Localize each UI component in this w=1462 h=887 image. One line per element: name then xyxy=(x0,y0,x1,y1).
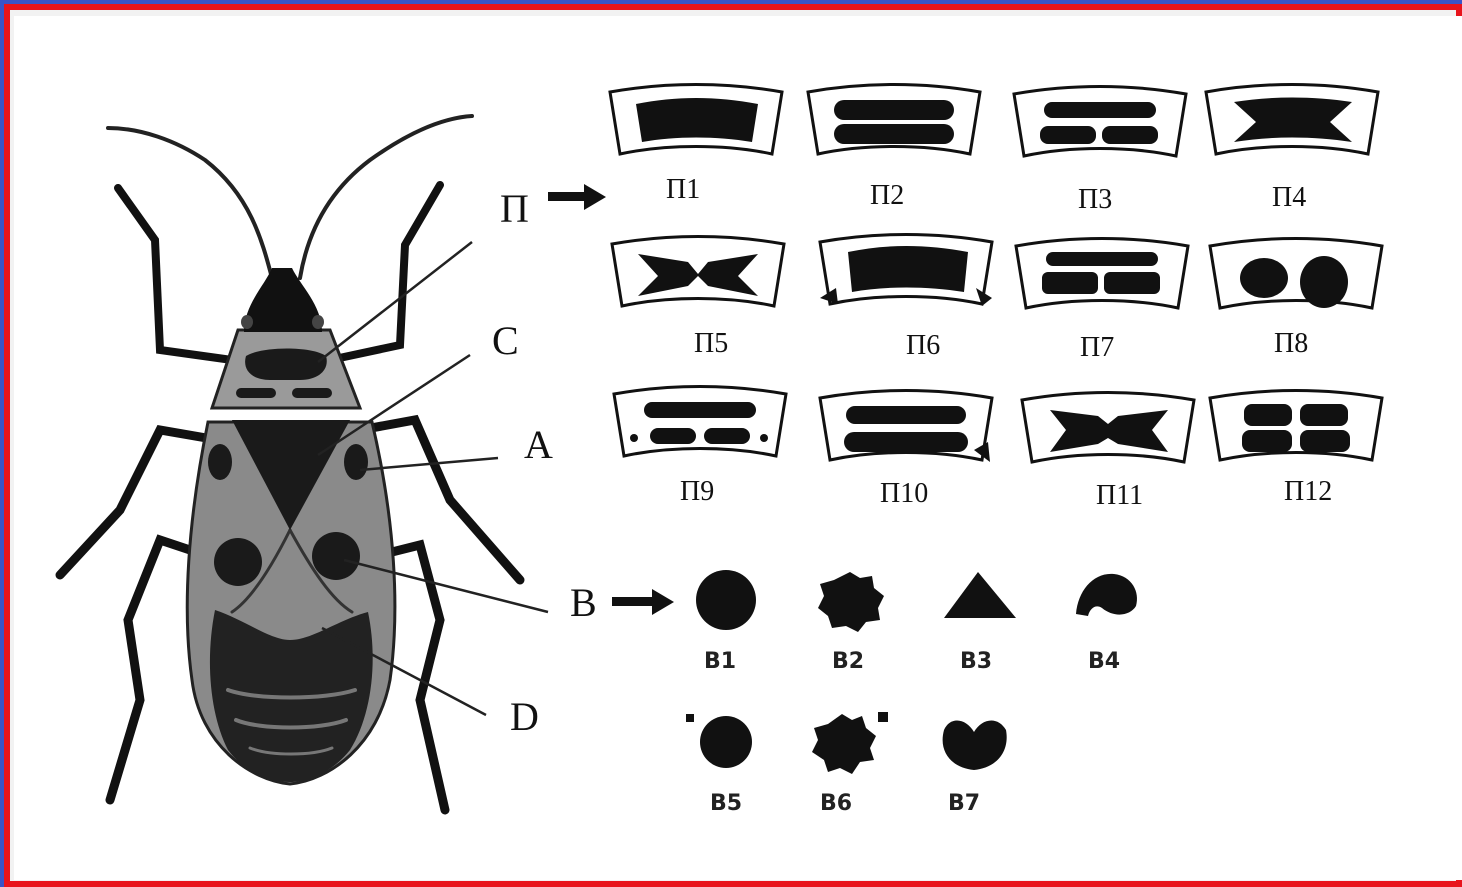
label-b7: B7 xyxy=(948,791,980,816)
spot-shape-b5 xyxy=(686,714,752,768)
pattern-p8 xyxy=(1210,239,1382,309)
spot-shape-b4 xyxy=(1076,574,1137,616)
label-spot-b: B xyxy=(570,580,597,625)
spot-shape-b6 xyxy=(812,712,888,774)
label-membrane-d: D xyxy=(510,694,539,739)
front-right-leg xyxy=(330,185,440,360)
label-p5: П5 xyxy=(694,328,728,359)
label-p8: П8 xyxy=(1274,328,1308,359)
pattern-p9 xyxy=(614,387,786,457)
pattern-p5 xyxy=(612,237,784,307)
spot-b-left xyxy=(214,538,262,586)
spot-shape-b2 xyxy=(818,572,884,632)
spot-shape-b7 xyxy=(943,720,1007,770)
label-p1: П1 xyxy=(666,174,700,205)
arrow-to-spot-patterns xyxy=(612,589,674,615)
spot-b-right xyxy=(312,532,360,580)
pattern-p12 xyxy=(1210,391,1382,461)
label-b3: B3 xyxy=(960,649,992,674)
pattern-p4 xyxy=(1206,85,1378,155)
label-b6: B6 xyxy=(820,791,852,816)
label-p7: П7 xyxy=(1080,332,1114,363)
label-pronotum: П xyxy=(500,186,529,231)
spot-a-right xyxy=(344,444,368,480)
right-antenna xyxy=(300,116,472,278)
label-p6: П6 xyxy=(906,330,940,361)
label-b1: B1 xyxy=(704,649,736,674)
label-b2: B2 xyxy=(832,649,864,674)
label-b4: B4 xyxy=(1088,649,1120,674)
label-p3: П3 xyxy=(1078,184,1112,215)
label-b5: B5 xyxy=(710,791,742,816)
arrow-to-pronotum-patterns xyxy=(548,184,606,210)
pattern-p11 xyxy=(1022,393,1194,463)
bug-head xyxy=(244,268,322,332)
pattern-p6 xyxy=(820,235,992,307)
label-p2: П2 xyxy=(870,180,904,211)
label-p9: П9 xyxy=(680,476,714,507)
spot-shape-b3 xyxy=(944,572,1016,618)
pattern-p10 xyxy=(820,391,992,463)
pattern-p1 xyxy=(610,85,782,155)
label-spot-a: A xyxy=(524,422,553,467)
pattern-p2 xyxy=(808,85,980,155)
pattern-p7 xyxy=(1016,239,1188,309)
spot-shape-b1 xyxy=(696,570,756,630)
label-scutellum: C xyxy=(492,318,519,363)
label-p11: П11 xyxy=(1096,480,1143,511)
label-p4: П4 xyxy=(1272,182,1306,213)
pattern-p3 xyxy=(1014,87,1186,157)
spot-a-left xyxy=(208,444,232,480)
front-left-leg xyxy=(118,188,232,360)
label-p12: П12 xyxy=(1284,476,1332,507)
label-p10: П10 xyxy=(880,478,928,509)
